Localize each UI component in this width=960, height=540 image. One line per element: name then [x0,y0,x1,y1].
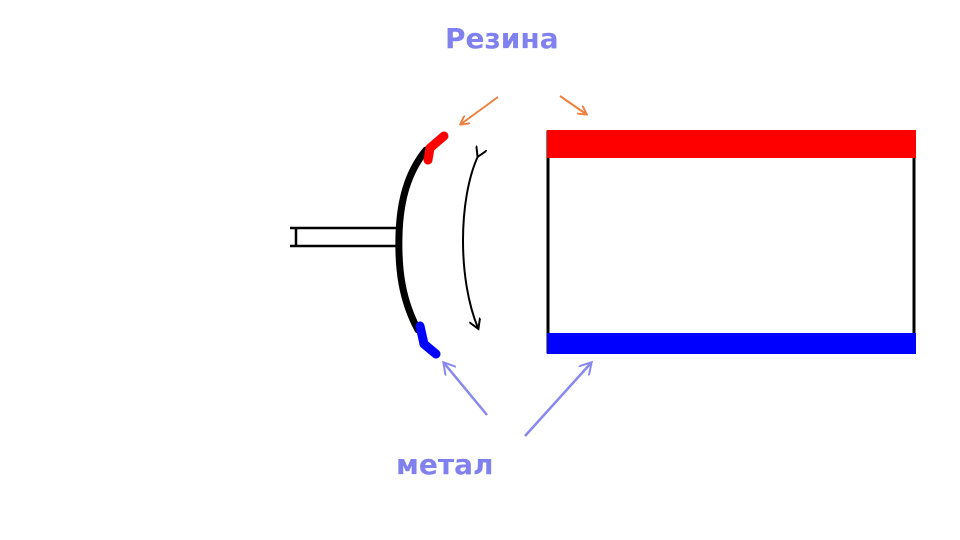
plate-body [546,130,916,354]
rubber-label: Резина [445,22,559,55]
rubber-arrow-left [461,96,499,124]
head-rubber-tip [423,131,449,165]
metal-arrow-left [444,363,488,416]
head-metal-tip [415,321,441,359]
curved-head [395,146,430,334]
metal-arrow-right [524,363,591,437]
plate-rubber-strip [547,130,916,158]
metal-label: метал [396,448,494,481]
handle-shaft [290,226,400,248]
plate-metal-strip [547,333,916,354]
rotation-arrow [462,156,478,328]
rubber-arrow-right [559,95,586,114]
